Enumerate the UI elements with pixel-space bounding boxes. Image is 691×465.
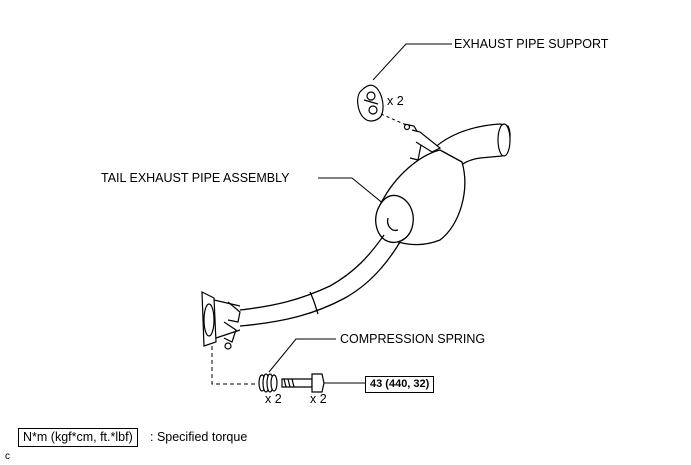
front-flange [201,291,241,350]
compression-spring-label: COMPRESSION SPRING [340,332,486,346]
pipe-hanger-bracket [403,123,442,161]
muffler [375,149,466,246]
bolt-dashed-guide [211,346,258,385]
bolt [281,373,325,393]
exhaust-pipe-support-label: EXHAUST PIPE SUPPORT [454,37,609,51]
compression-spring [258,373,278,393]
leader-lines [268,43,452,373]
support-dashed-guide [380,113,405,125]
corner-letter: c [5,451,10,462]
main-pipe [239,234,401,327]
exhaust-pipe-support [357,84,384,122]
torque-unit-description: : Specified torque [150,430,248,444]
spring-quantity: x 2 [265,392,282,406]
support-quantity: x 2 [387,94,404,108]
torque-unit-legend-box: N*m (kgf*cm, ft.*lbf) [18,428,138,447]
tail-exhaust-pipe-assembly-label: TAIL EXHAUST PIPE ASSEMBLY [101,171,290,185]
bolt-quantity: x 2 [310,392,327,406]
bolt-torque-box: 43 (440, 32) [365,376,435,393]
